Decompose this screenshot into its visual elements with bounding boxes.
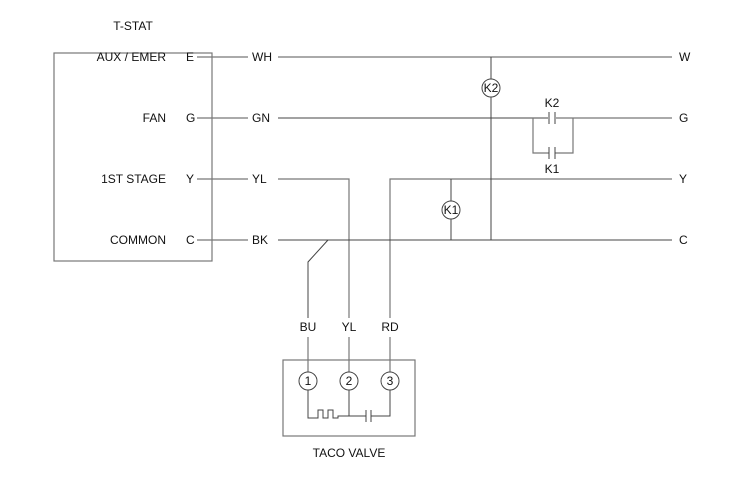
wire-label-yl: YL [252, 172, 267, 186]
valve-terminal-1-label: 1 [305, 374, 312, 388]
valve-switch-wire [371, 390, 391, 417]
wire-yl-to-valve [278, 178, 350, 318]
tstat-terminal-label: Y [186, 172, 194, 186]
output-label-w: W [679, 50, 691, 64]
wire-label-bk: BK [252, 233, 268, 247]
relay-coil-k2 [481, 78, 501, 98]
valve-wire-label-yl: YL [342, 320, 357, 334]
valve-heater-element [307, 390, 349, 419]
tstat-title: T-STAT [113, 19, 153, 33]
output-label-c: C [679, 233, 688, 247]
tstat-function-label: FAN [143, 111, 166, 125]
wire-label-gn: GN [252, 111, 270, 125]
tstat-function-label: COMMON [110, 233, 166, 247]
tstat-terminal-label: E [186, 50, 194, 64]
tstat-function-label: AUX / EMER [97, 50, 167, 64]
relay-coil-k1-label: K1 [444, 203, 459, 217]
valve-box [282, 359, 416, 437]
tstat-terminal-label: G [186, 111, 195, 125]
relay-coil-k2-label: K2 [484, 81, 499, 95]
valve-title: TACO VALVE [313, 446, 386, 460]
wire-label-wh: WH [252, 50, 272, 64]
relay-coil-k1 [441, 200, 461, 220]
tstat-function-label: 1ST STAGE [101, 172, 166, 186]
wire-rd-y [389, 178, 672, 318]
contact-k1-wire-left [532, 118, 549, 154]
valve-terminal-2-label: 2 [346, 374, 353, 388]
contact-k1-wire-right [555, 118, 574, 154]
output-label-y: Y [679, 172, 687, 186]
valve-terminal-3-label: 3 [387, 374, 394, 388]
contact-k2-label: K2 [545, 96, 560, 110]
output-label-g: G [679, 111, 688, 125]
tstat-terminal-label: C [186, 233, 195, 247]
wire-bu [307, 239, 329, 318]
tstat-box [53, 52, 213, 262]
valve-wire-label-bu: BU [300, 320, 317, 334]
valve-wire-label-rd: RD [381, 320, 399, 334]
contact-k1-label: K1 [545, 162, 560, 176]
